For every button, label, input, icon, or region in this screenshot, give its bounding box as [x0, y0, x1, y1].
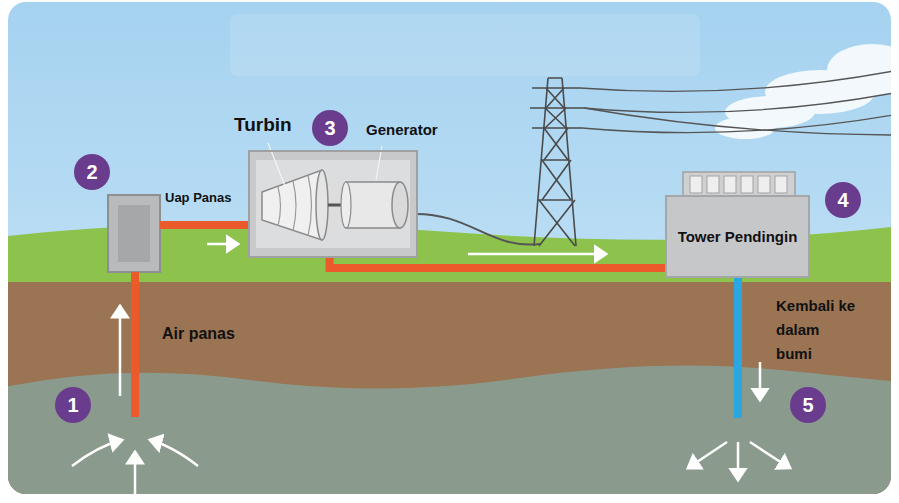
pipe-connector [330, 258, 665, 268]
cooling-vent [683, 172, 795, 197]
generator-cable [412, 214, 540, 245]
sky [8, 2, 891, 494]
flow-label: Air panas [162, 325, 235, 343]
rock-layer [8, 366, 891, 495]
callout-circles [55, 110, 861, 423]
callout-number: 1 [55, 387, 91, 423]
generator-symbol [341, 182, 408, 228]
turbine-symbol [262, 170, 328, 240]
pipe-line [330, 258, 665, 268]
transmission-tower [530, 78, 584, 246]
turbine-generator-housing: TurbinGenerator [248, 150, 418, 258]
steam-pipe [160, 221, 248, 229]
separator-inner [118, 205, 150, 262]
vent-slots [690, 176, 787, 193]
callout-number: 2 [74, 154, 110, 190]
callout-number: 3 [312, 110, 348, 146]
part-name: Generator [366, 121, 438, 138]
node-title: Tower Pendingin [678, 228, 798, 245]
cooling-tower-box: Tower Pendingin [665, 195, 810, 278]
flow-label: Uap Panas [165, 190, 231, 205]
sky-panel [230, 14, 700, 76]
turbine-housing [248, 150, 418, 258]
housing-panel [256, 160, 410, 248]
power-lines [580, 70, 891, 135]
part-name: Turbin [234, 114, 292, 136]
callout-number: 5 [790, 387, 826, 423]
callout-number: 4 [825, 182, 861, 218]
steam-cloud [715, 44, 891, 139]
soil [8, 282, 891, 494]
flow-label: Kembali ke dalam bumi [776, 294, 856, 366]
hot-water-pipe [131, 272, 139, 417]
flow-arrows [72, 244, 790, 494]
return-pipe [734, 278, 742, 418]
separator [108, 195, 160, 272]
